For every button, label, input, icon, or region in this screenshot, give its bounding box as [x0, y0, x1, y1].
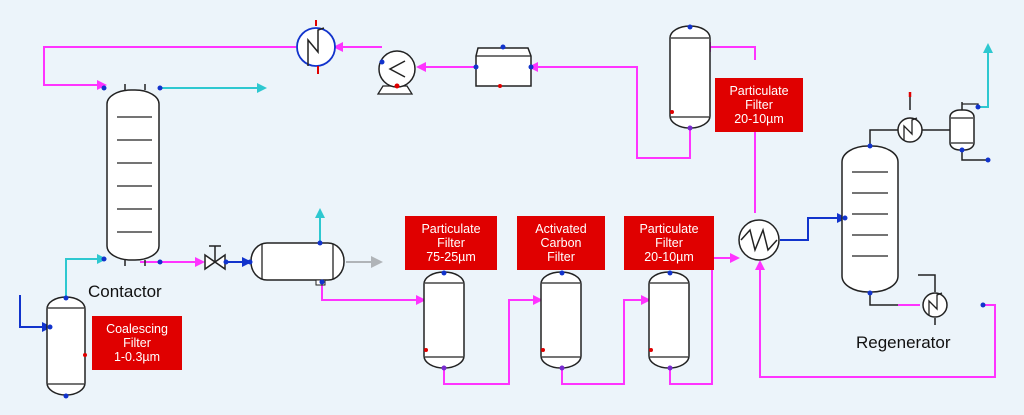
- particulate-filter-upper-20-10-label: Particulate Filter 20-10µm: [715, 78, 803, 132]
- label-line: Particulate: [639, 222, 699, 236]
- contactor-column: [106, 84, 160, 266]
- filter-vessel-carbon: [540, 271, 582, 369]
- label-line: Coalescing: [106, 322, 168, 336]
- letdown-valve: [204, 245, 226, 271]
- regenerator-label: Regenerator: [856, 333, 951, 352]
- lean-line-to-contactor: [43, 46, 296, 90]
- acid-gas-vent-line: [978, 43, 993, 108]
- activated-carbon-filter-label: Activated Carbon Filter: [517, 216, 605, 270]
- label-line: Activated: [535, 222, 587, 236]
- label-line: Particulate: [729, 84, 789, 98]
- label-line: 20-10µm: [734, 112, 784, 126]
- label-line: Carbon: [540, 236, 582, 250]
- flash-drum: [250, 242, 345, 286]
- line-to-lower-filter: [561, 295, 651, 385]
- label-line: 1-0.3µm: [113, 350, 161, 364]
- gas-to-contactor-line: [65, 254, 107, 298]
- lean-line-from-regenerator: [755, 260, 996, 378]
- rich-amine-lines: [19, 213, 847, 332]
- regenerator-column: [841, 145, 899, 293]
- overhead-line: [869, 129, 898, 148]
- gas-lines: [65, 43, 993, 298]
- reboiler: [922, 292, 948, 318]
- label-line: 75-25µm: [426, 250, 476, 264]
- line-to-filter-75: [321, 280, 426, 305]
- overhead-condenser: [897, 92, 923, 143]
- lean-line-to-tank: [528, 62, 691, 159]
- particulate-filter-lower-20-10-label: Particulate Filter 20-10µm: [624, 216, 714, 270]
- label-line: Filter: [123, 336, 151, 350]
- lean-line-top: [720, 46, 756, 60]
- line-to-carbon-filter: [443, 295, 543, 385]
- coalescing-filter-vessel: [46, 296, 86, 396]
- lean-amine-lines: [43, 42, 996, 385]
- reflux-drum: [949, 102, 979, 151]
- feed-gas-line: [19, 295, 52, 332]
- label-line: Filter: [655, 236, 683, 250]
- label-line: Filter: [745, 98, 773, 112]
- exchanger-to-regenerator-line: [780, 213, 847, 241]
- filter-vessel-75-25: [423, 271, 465, 369]
- label-line: 20-10µm: [644, 250, 694, 264]
- reflux-line: [961, 150, 988, 161]
- reboiler-return-line: [918, 274, 936, 292]
- particulate-filter-75-25-label: Particulate Filter 75-25µm: [405, 216, 497, 270]
- connection-points: [47, 24, 991, 399]
- label-line: Filter: [547, 250, 575, 264]
- coalescing-filter-label: Coalescing Filter 1-0.3µm: [92, 316, 182, 370]
- label-line: Particulate: [421, 222, 481, 236]
- surge-tank: [475, 47, 532, 87]
- lean-rich-exchanger: [738, 219, 780, 261]
- label-line: Filter: [437, 236, 465, 250]
- line-to-exchanger: [669, 253, 740, 385]
- filter-vessel-lower-20-10: [648, 271, 690, 369]
- contactor-label: Contactor: [88, 282, 162, 301]
- lean-cooler: [296, 20, 336, 74]
- filter-vessel-upper-20-10: [669, 25, 711, 129]
